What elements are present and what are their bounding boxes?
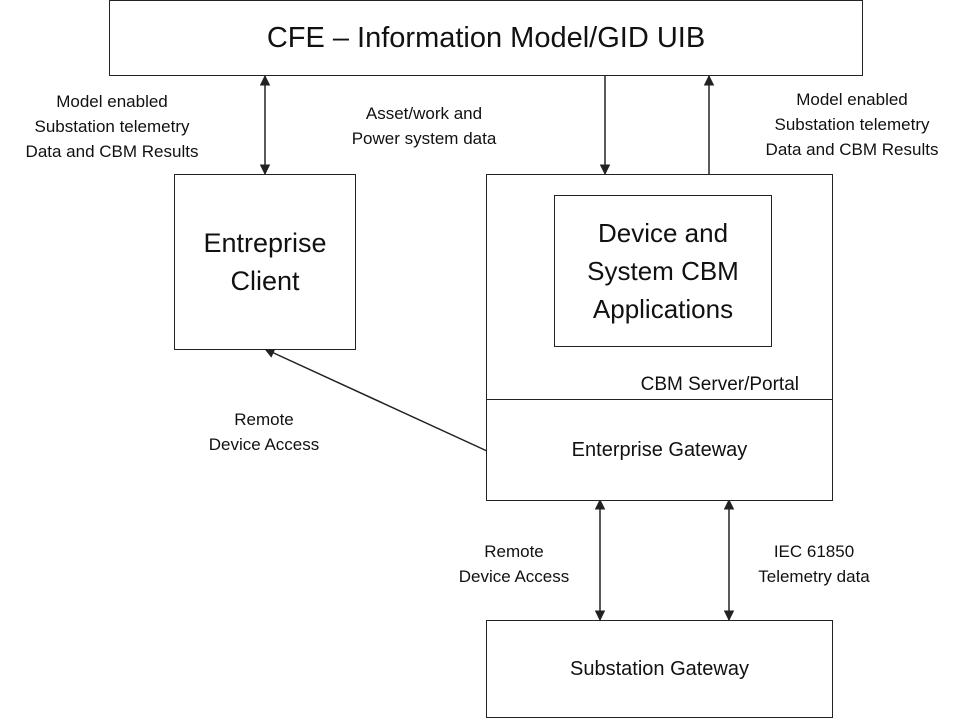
substation-gateway-title: Substation Gateway <box>570 657 749 680</box>
iec-telemetry-label: IEC 61850 Telemetry data <box>758 542 870 586</box>
asset-work-data-label: Asset/work and Power system data <box>351 104 497 148</box>
left-model-data-label: Model enabled Substation telemetry Data … <box>25 92 199 161</box>
enterprise-client-title: Entreprise Client <box>203 228 327 296</box>
cfe-information-model-title: CFE – Information Model/GID UIB <box>266 21 706 54</box>
right-model-data-label: Model enabled Substation telemetry Data … <box>765 90 939 159</box>
cbm-applications-title: Device and System CBM Applications <box>587 218 739 324</box>
enterprise-client-box: Entreprise Client <box>174 174 356 350</box>
substation-gateway-box: Substation Gateway <box>486 620 833 718</box>
remote-access-substation-label: Remote Device Access <box>458 542 570 586</box>
cbm-applications-box: Device and System CBM Applications <box>554 195 772 347</box>
gateway-to-client-arrow <box>264 348 488 452</box>
cbm-server-portal-box: Device and System CBM Applications CBM S… <box>486 174 833 501</box>
cbm-server-portal-title: CBM Server/Portal <box>640 374 799 395</box>
server-gateway-divider <box>487 399 832 400</box>
remote-access-client-label: Remote Device Access <box>208 410 320 454</box>
cfe-information-model-box: CFE – Information Model/GID UIB <box>109 0 863 76</box>
enterprise-gateway-section: Enterprise Gateway <box>487 401 832 500</box>
enterprise-gateway-title: Enterprise Gateway <box>571 439 748 461</box>
